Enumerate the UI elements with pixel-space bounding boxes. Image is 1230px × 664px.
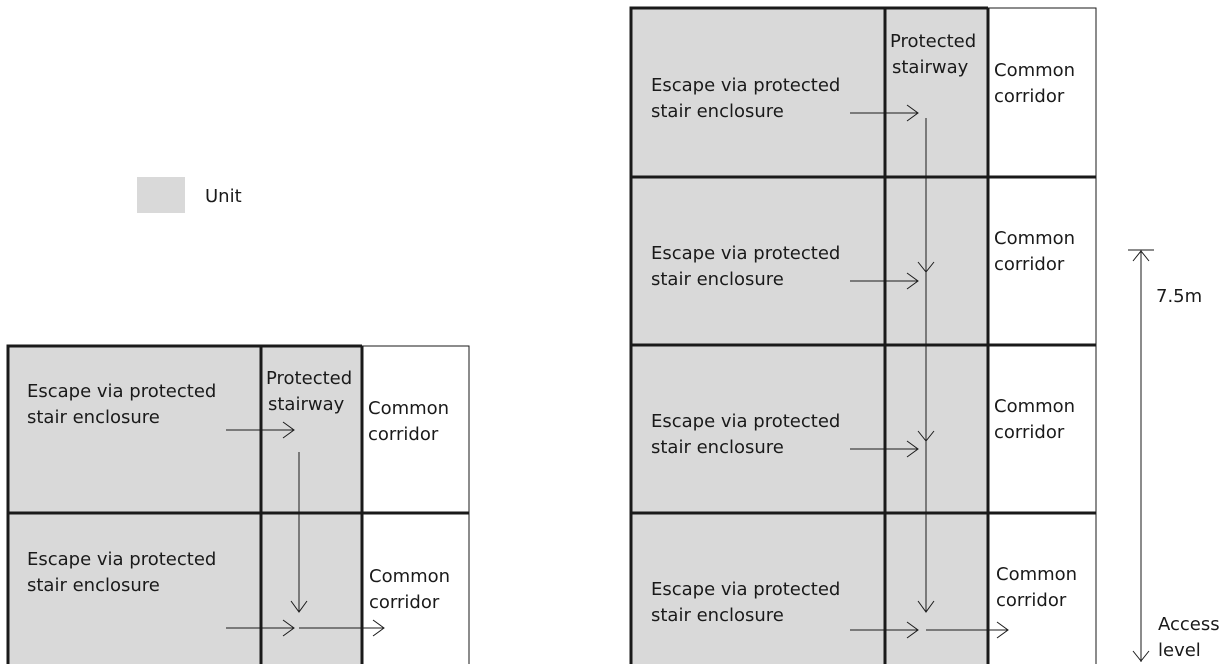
left-stairway-label: Protected stairway [266, 368, 358, 415]
right-corridor-outline [988, 7, 1097, 664]
right-outer-wall [629, 6, 988, 664]
left-floor1-corridor-label: Common corridor [368, 398, 455, 445]
dimension-access-level-label: Access level [1158, 614, 1225, 661]
right-floor4-escape-arrow [850, 621, 919, 639]
left-floor1-escape-arrow [226, 421, 295, 439]
right-floor4-escape-label: Escape via protected stair enclosure [651, 579, 846, 626]
left-building-section: Protected stairway Escape via protected … [6, 344, 470, 664]
right-floor1-corridor-label: Common corridor [994, 60, 1081, 107]
dimension-up-arrowhead [1132, 250, 1150, 262]
left-outer-wall [6, 344, 362, 664]
left-exit-arrow [299, 619, 385, 637]
dimension-height-label: 7.5m [1156, 286, 1202, 307]
right-floor2-escape-label: Escape via protected stair enclosure [651, 243, 846, 290]
left-floor2-corridor-label: Common corridor [369, 566, 456, 613]
dimension-down-arrowhead [1132, 650, 1150, 662]
right-unit-area [631, 8, 988, 664]
right-floor3-escape-label: Escape via protected stair enclosure [651, 411, 846, 458]
left-floor1-escape-label: Escape via protected stair enclosure [27, 381, 222, 428]
right-floor2-escape-arrow [850, 272, 919, 290]
left-floor2-escape-arrow [226, 619, 295, 637]
right-floor3-corridor-label: Common corridor [994, 396, 1081, 443]
left-unit-area [8, 346, 362, 664]
right-floor3-escape-arrow [850, 440, 919, 458]
right-floor2-corridor-label: Common corridor [994, 228, 1081, 275]
right-exit-arrow [926, 621, 1009, 639]
height-dimension: 7.5m Access level [1128, 249, 1225, 662]
right-floor1-escape-arrow [850, 104, 919, 122]
right-building-section: Protected stairway Escape via protected … [629, 6, 1097, 664]
right-floor1-escape-label: Escape via protected stair enclosure [651, 75, 846, 122]
legend: Unit [137, 177, 242, 213]
legend-unit-label: Unit [205, 186, 242, 207]
left-stair-descent-arrow [290, 452, 308, 613]
legend-unit-swatch [137, 177, 185, 213]
right-stairway-label: Protected stairway [890, 31, 982, 78]
left-corridor-outline [362, 345, 470, 664]
right-floor4-corridor-label: Common corridor [996, 564, 1083, 611]
left-floor2-escape-label: Escape via protected stair enclosure [27, 549, 222, 596]
right-stair-descent-arrow [917, 118, 935, 613]
